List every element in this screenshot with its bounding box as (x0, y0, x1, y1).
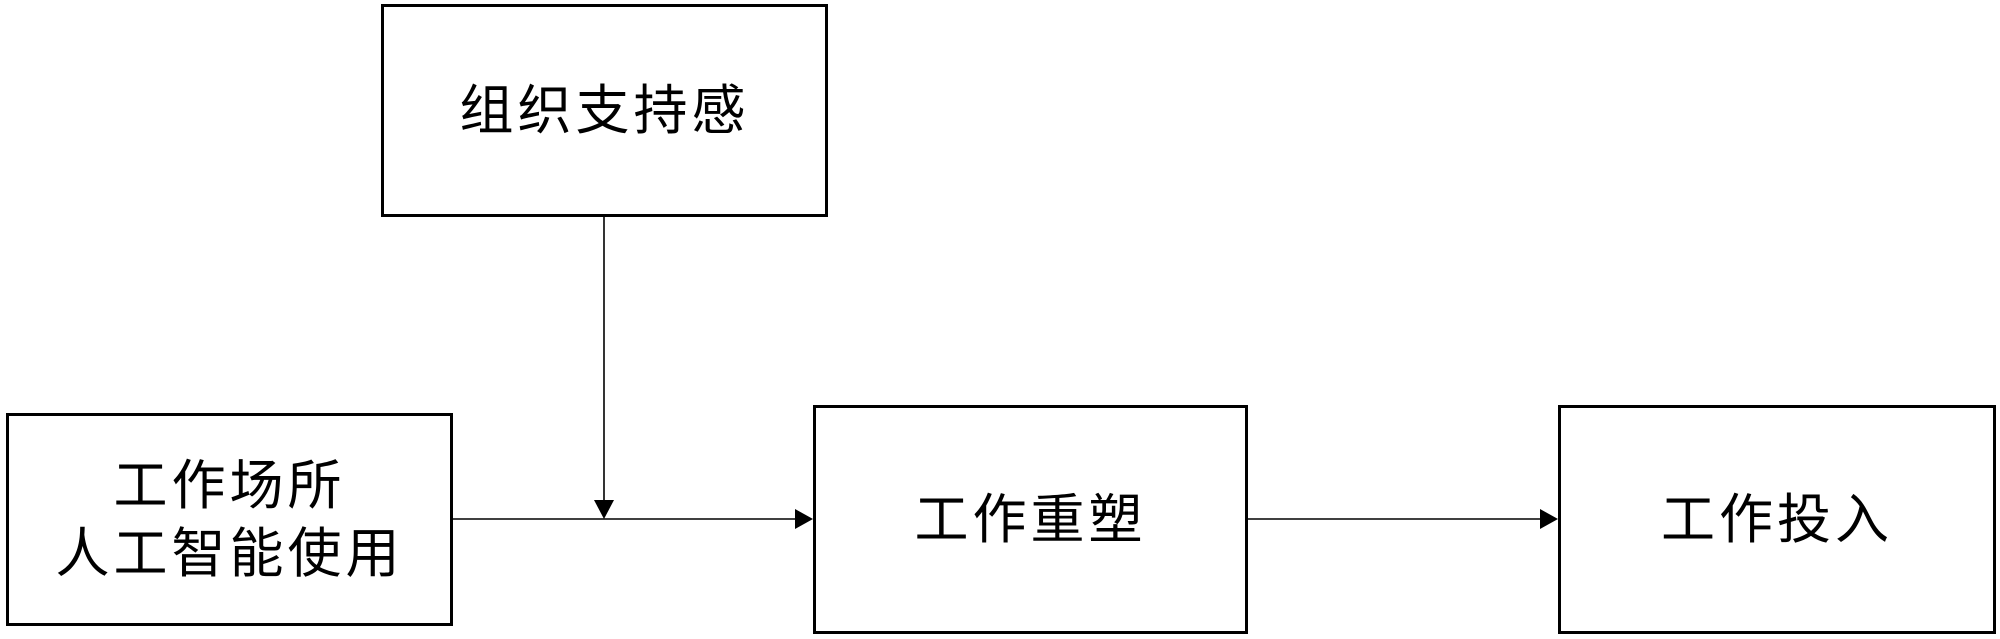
job-crafting-label: 工作重塑 (914, 487, 1147, 551)
work-engagement-box: 工作投入 (1558, 405, 1996, 634)
arrowhead-engagement (1540, 509, 1558, 529)
workplace-ai-use-box: 工作场所 人工智能使用 (6, 413, 453, 626)
work-engagement-label: 工作投入 (1661, 487, 1893, 551)
perceived-organizational-support-box: 组织支持感 (381, 4, 828, 217)
arrowhead-crafting (795, 509, 813, 529)
workplace-ai-use-label-line2: 人工智能使用 (55, 521, 404, 585)
arrowhead-moderation (594, 500, 614, 519)
job-crafting-box: 工作重塑 (813, 405, 1248, 634)
workplace-ai-use-label-line1: 工作场所 (113, 454, 346, 517)
perceived-organizational-support-label: 组织支持感 (459, 78, 750, 142)
